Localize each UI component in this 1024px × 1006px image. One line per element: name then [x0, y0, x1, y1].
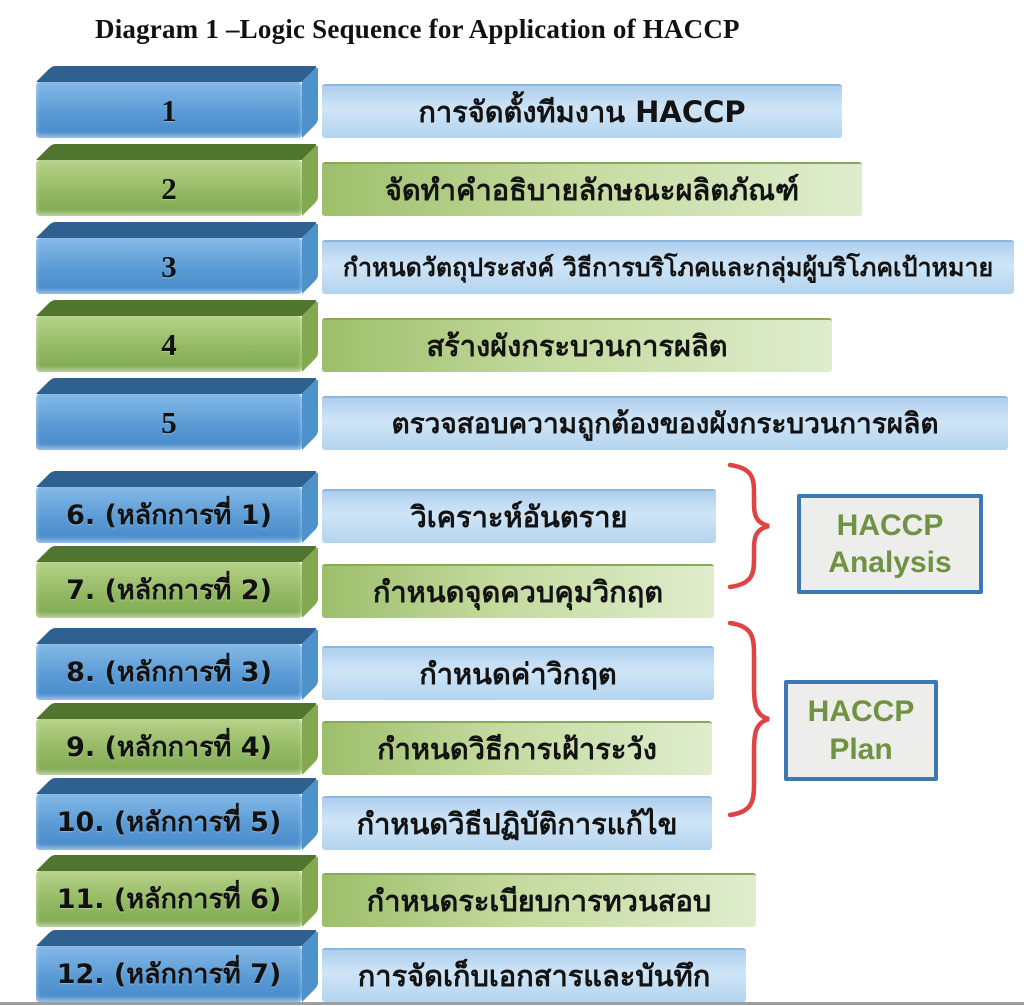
box-front-face: 12. (หลักการที่ 7): [36, 946, 302, 1002]
step-text-bar: การจัดเก็บเอกสารและบันทึก: [322, 948, 746, 1002]
step-row: 7. (หลักการที่ 2) กำหนดจุดควบคุมวิกฤต: [0, 546, 1024, 618]
step-text: กำหนดระเบียบการทวนสอบ: [366, 883, 712, 918]
step-row: 8. (หลักการที่ 3) กำหนดค่าวิกฤต: [0, 628, 1024, 700]
step-label: 10. (หลักการที่ 5): [56, 806, 282, 838]
step-text: ตรวจสอบความถูกต้องของผังกระบวนการผลิต: [391, 407, 939, 441]
group-label-line1: HACCP: [807, 695, 915, 728]
haccp-analysis-box: HACCP Analysis: [797, 494, 983, 594]
step-label: 1: [161, 92, 177, 128]
box-front-face: 9. (หลักการที่ 4): [36, 719, 302, 775]
bottom-border-line: [0, 1002, 1024, 1005]
box-front-face: 6. (หลักการที่ 1): [36, 487, 302, 543]
step-label: 2: [161, 170, 177, 206]
step-label: 3: [161, 248, 177, 284]
box-top-face: [36, 855, 318, 871]
step-text: กำหนดวัตถุประสงค์ วิธีการบริโภคและกลุ่มผ…: [342, 252, 994, 282]
box-top-face: [36, 300, 318, 316]
step-text-bar: วิเคราะห์อันตราย: [322, 489, 716, 543]
step-label: 7. (หลักการที่ 2): [66, 574, 272, 606]
step-text: กำหนดค่าวิกฤต: [419, 656, 617, 691]
step-row: 5 ตรวจสอบความถูกต้องของผังกระบวนการผลิต: [0, 378, 1024, 450]
step-label: 12. (หลักการที่ 7): [56, 958, 282, 990]
box-front-face: 3: [36, 238, 302, 294]
box-top-face: [36, 703, 318, 719]
page-title: Diagram 1 –Logic Sequence for Applicatio…: [95, 14, 740, 44]
box-top-face: [36, 144, 318, 160]
step-row: 4 สร้างผังกระบวนการผลิต: [0, 300, 1024, 372]
box-top-face: [36, 628, 318, 644]
step-text-bar: การจัดตั้งทีมงาน HACCP: [322, 84, 842, 138]
step-text: กำหนดวิธีการเฝ้าระวัง: [377, 731, 657, 766]
haccp-plan-box: HACCP Plan: [784, 680, 938, 781]
step-row: 3 กำหนดวัตถุประสงค์ วิธีการบริโภคและกลุ่…: [0, 222, 1024, 294]
curly-brace-icon: [724, 620, 772, 818]
step-text: จัดทำคำอธิบายลักษณะผลิตภัณฑ์: [384, 172, 800, 207]
box-front-face: 1: [36, 82, 302, 138]
curly-brace-icon: [724, 462, 772, 590]
box-front-face: 8. (หลักการที่ 3): [36, 644, 302, 700]
step-text-bar: ตรวจสอบความถูกต้องของผังกระบวนการผลิต: [322, 396, 1008, 450]
box-front-face: 5: [36, 394, 302, 450]
step-text: กำหนดวิธีปฏิบัติการแก้ไข: [356, 806, 678, 841]
box-top-face: [36, 930, 318, 946]
step-label: 6. (หลักการที่ 1): [66, 499, 272, 531]
step-text: การจัดเก็บเอกสารและบันทึก: [357, 958, 711, 993]
box-top-face: [36, 778, 318, 794]
step-row: 12. (หลักการที่ 7) การจัดเก็บเอกสารและบั…: [0, 930, 1024, 1002]
group-label-line2: Analysis: [828, 546, 952, 579]
step-text-bar: กำหนดวัตถุประสงค์ วิธีการบริโภคและกลุ่มผ…: [322, 240, 1014, 294]
box-front-face: 7. (หลักการที่ 2): [36, 562, 302, 618]
step-row: 1 การจัดตั้งทีมงาน HACCP: [0, 66, 1024, 138]
box-front-face: 10. (หลักการที่ 5): [36, 794, 302, 850]
group-label-line1: HACCP: [836, 508, 944, 542]
step-text: วิเคราะห์อันตราย: [410, 499, 628, 534]
step-row: 10. (หลักการที่ 5) กำหนดวิธีปฏิบัติการแก…: [0, 778, 1024, 850]
box-front-face: 11. (หลักการที่ 6): [36, 871, 302, 927]
step-label: 9. (หลักการที่ 4): [66, 731, 272, 763]
step-text-bar: กำหนดวิธีปฏิบัติการแก้ไข: [322, 796, 712, 850]
step-text: สร้างผังกระบวนการผลิต: [426, 328, 728, 363]
step-row: 11. (หลักการที่ 6) กำหนดระเบียบการทวนสอบ: [0, 855, 1024, 927]
group-label-line2: Plan: [829, 732, 893, 766]
step-row: 9. (หลักการที่ 4) กำหนดวิธีการเฝ้าระวัง: [0, 703, 1024, 775]
step-text: การจัดตั้งทีมงาน HACCP: [418, 94, 746, 129]
box-top-face: [36, 471, 318, 487]
box-top-face: [36, 378, 318, 394]
step-label: 11. (หลักการที่ 6): [56, 883, 282, 915]
step-text-bar: จัดทำคำอธิบายลักษณะผลิตภัณฑ์: [322, 162, 862, 216]
step-text-bar: สร้างผังกระบวนการผลิต: [322, 318, 832, 372]
box-top-face: [36, 66, 318, 82]
step-text: กำหนดจุดควบคุมวิกฤต: [372, 574, 664, 609]
step-row: 2 จัดทำคำอธิบายลักษณะผลิตภัณฑ์: [0, 144, 1024, 216]
step-label: 5: [161, 404, 177, 440]
step-label: 8. (หลักการที่ 3): [66, 656, 272, 688]
step-text-bar: กำหนดระเบียบการทวนสอบ: [322, 873, 756, 927]
box-top-face: [36, 222, 318, 238]
box-top-face: [36, 546, 318, 562]
step-text-bar: กำหนดค่าวิกฤต: [322, 646, 714, 700]
step-text-bar: กำหนดวิธีการเฝ้าระวัง: [322, 721, 712, 775]
box-front-face: 2: [36, 160, 302, 216]
box-front-face: 4: [36, 316, 302, 372]
step-text-bar: กำหนดจุดควบคุมวิกฤต: [322, 564, 714, 618]
step-label: 4: [161, 326, 177, 362]
step-row: 6. (หลักการที่ 1) วิเคราะห์อันตราย: [0, 471, 1024, 543]
